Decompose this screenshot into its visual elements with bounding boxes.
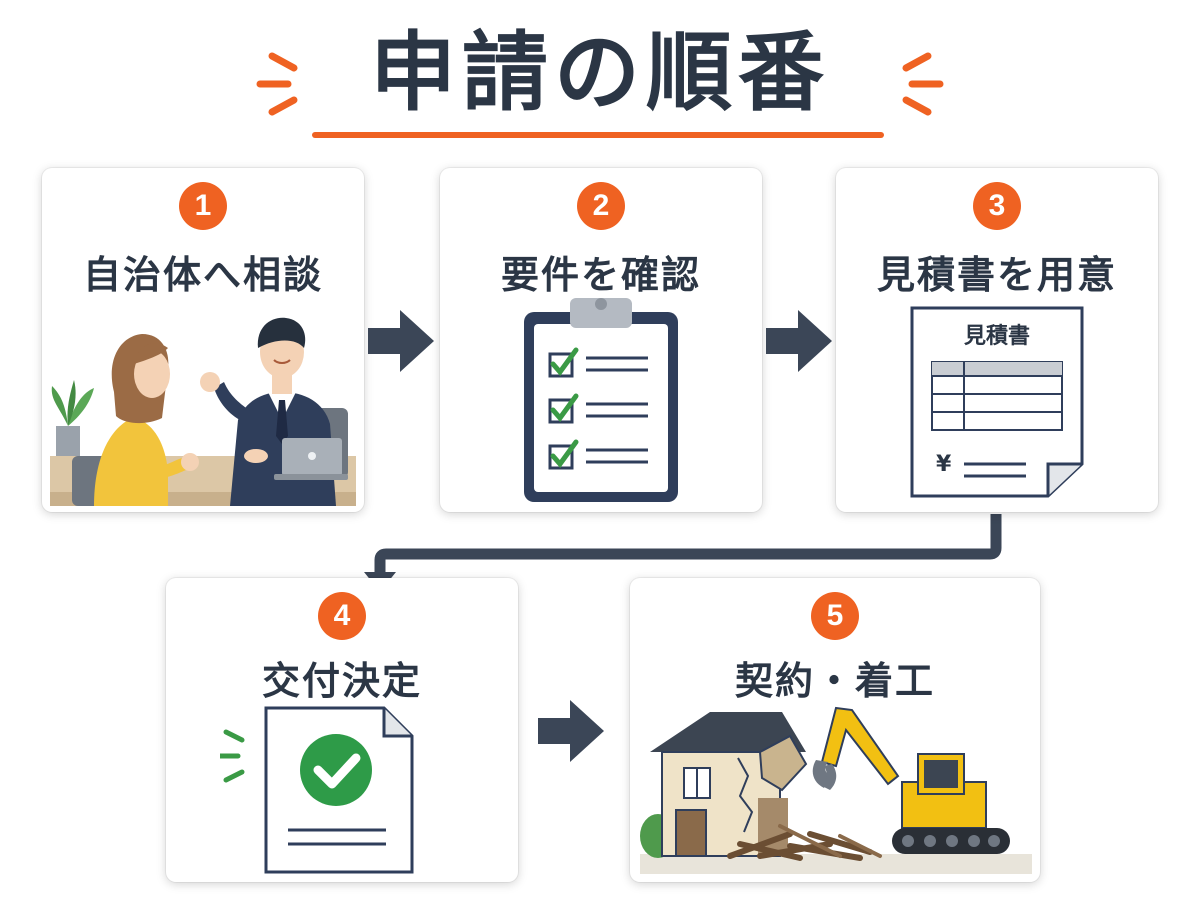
arrow-step1-to-step2 xyxy=(368,310,434,372)
step-4-label: 交付決定 xyxy=(261,659,422,703)
step-3-label: 見積書を用意 xyxy=(876,253,1117,297)
step-5-card: 5 契約・着工 xyxy=(630,578,1040,882)
estimate-document-icon: 見積書 ¥ xyxy=(908,304,1086,500)
step-1-label: 自治体へ相談 xyxy=(82,253,323,297)
step-1-number-badge: 1 xyxy=(179,182,227,230)
step-5-number-badge: 5 xyxy=(811,592,859,640)
clipboard-checklist-icon xyxy=(524,298,678,502)
page-title: 申請の順番 xyxy=(370,23,830,123)
step-2-label: 要件を確認 xyxy=(500,253,701,297)
title-underline xyxy=(312,132,884,138)
step-4-number-badge: 4 xyxy=(318,592,366,640)
arrow-step4-to-step5 xyxy=(538,700,604,762)
step-3-card: 3 見積書を用意 見積書 ¥ xyxy=(836,168,1158,512)
arrow-step2-to-step3 xyxy=(766,310,832,372)
step-5-label: 契約・着工 xyxy=(734,659,935,703)
demolition-excavator-illustration xyxy=(640,706,1032,874)
left-sparkle-icon xyxy=(256,52,298,116)
step-4-card: 4 交付決定 xyxy=(166,578,518,882)
step-2-number-badge: 2 xyxy=(577,182,625,230)
estimate-document-title: 見積書 xyxy=(963,324,1030,349)
consultation-illustration xyxy=(50,317,356,506)
step-2-card: 2 要件を確認 xyxy=(440,168,762,512)
right-sparkle-icon xyxy=(902,52,944,116)
yen-symbol: ¥ xyxy=(936,452,952,477)
step-3-number-badge: 3 xyxy=(973,182,1021,230)
step-1-card: 1 自治体へ相談 xyxy=(42,168,364,512)
approved-document-icon xyxy=(220,706,414,874)
